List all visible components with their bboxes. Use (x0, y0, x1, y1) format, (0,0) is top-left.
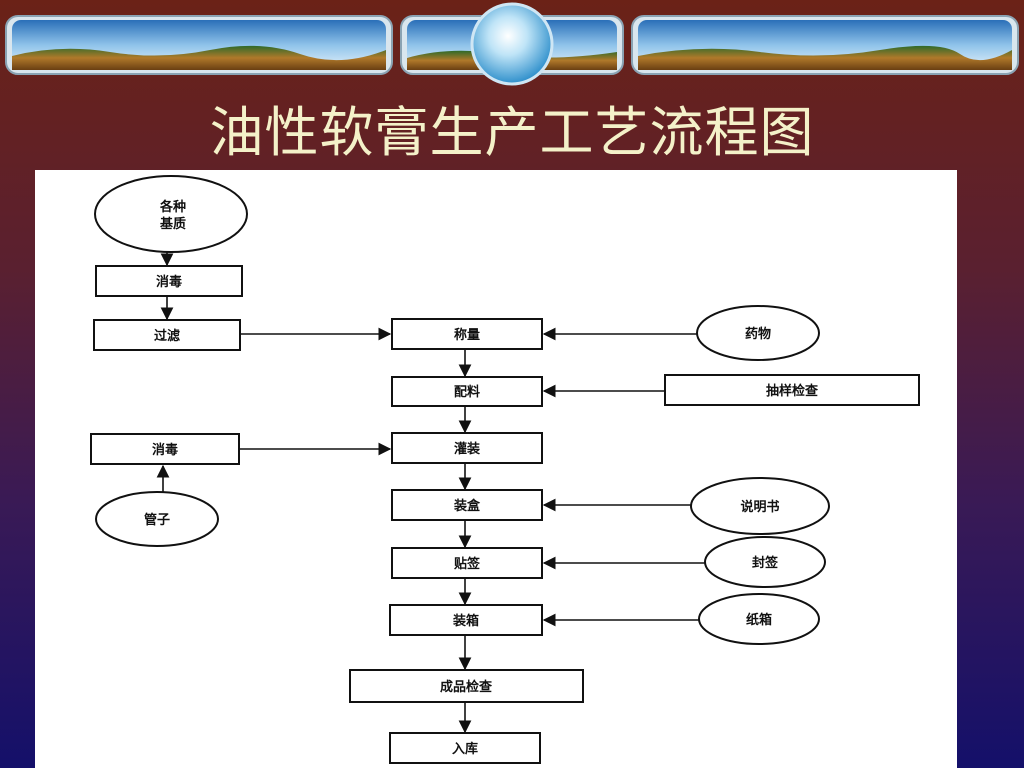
node-base-materials (94, 175, 248, 253)
label-sterilize-2: 消毒 (152, 442, 178, 458)
label-filter: 过滤 (154, 328, 180, 344)
label-boxing: 装盒 (453, 498, 481, 514)
label-casing: 装箱 (452, 613, 479, 629)
diagram-panel (35, 170, 957, 768)
label-sterilize-1: 消毒 (156, 274, 182, 290)
label-seal-label: 封签 (752, 555, 779, 571)
node-weigh (391, 318, 543, 350)
process-flowchart: 各种 基质 消毒 过滤 称量 药物 配料 抽样检查 消毒 灌装 管子 装盒 说明… (90, 175, 920, 764)
node-seal-label (704, 536, 826, 588)
label-labeling: 贴签 (454, 556, 481, 572)
node-sample-check (664, 374, 920, 406)
banner-panel-right (631, 15, 1019, 75)
label-sample-check: 抽样检查 (766, 383, 819, 399)
node-carton (698, 593, 820, 645)
slide-title: 油性软膏生产工艺流程图 (209, 101, 815, 164)
label-weigh: 称量 (454, 327, 480, 343)
banner-panel-center (400, 15, 624, 75)
label-fill: 灌装 (454, 441, 480, 457)
label-base-line1: 各种 (159, 199, 186, 215)
globe-emblem (470, 2, 554, 86)
node-manual (690, 477, 830, 535)
label-drug: 药物 (745, 326, 771, 342)
node-tube (95, 491, 219, 547)
node-drug (696, 305, 820, 361)
label-warehouse: 入库 (452, 741, 478, 757)
banner-panel-left (5, 15, 393, 75)
label-manual: 说明书 (740, 499, 779, 515)
label-tube: 管子 (144, 512, 170, 528)
label-final-inspection: 成品检查 (440, 679, 493, 695)
label-carton: 纸箱 (746, 612, 772, 628)
label-base-line2: 基质 (159, 216, 186, 232)
header-banner (5, 2, 1019, 86)
label-mix: 配料 (454, 384, 480, 400)
